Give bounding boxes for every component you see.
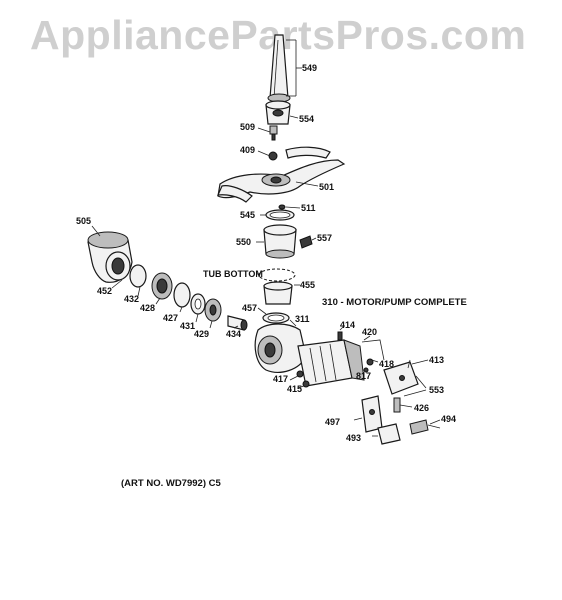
- label-429: 429: [194, 329, 210, 339]
- nut-554: [265, 100, 291, 125]
- label-817: 817: [356, 371, 372, 381]
- label-413: 413: [429, 355, 445, 365]
- art-number-caption: (ART NO. WD7992) C5: [121, 478, 221, 489]
- label-553: 553: [429, 385, 445, 395]
- ring-432: [129, 264, 147, 288]
- label-509: 509: [240, 122, 256, 132]
- clip-426: [393, 397, 401, 413]
- clip-557: [299, 235, 313, 249]
- tub-bottom-ring: [258, 268, 296, 282]
- impeller-428: [151, 272, 173, 300]
- motor-310: [297, 339, 365, 387]
- label-432: 432: [124, 294, 140, 304]
- pump-housing-311: [254, 323, 307, 373]
- label-414: 414: [340, 320, 356, 330]
- label-311: 311: [295, 314, 310, 324]
- clamp-457: [262, 312, 290, 324]
- label-455: 455: [300, 280, 316, 290]
- label-431: 431: [180, 321, 196, 331]
- label-557: 557: [317, 233, 333, 243]
- label-511: 511: [301, 203, 316, 213]
- screw-414: [337, 331, 343, 341]
- impeller-429: [204, 298, 222, 322]
- label-417: 417: [273, 374, 289, 384]
- housing-455: [263, 281, 293, 305]
- label-452: 452: [97, 286, 113, 296]
- plate-427: [173, 282, 191, 308]
- label-550: 550: [236, 237, 252, 247]
- label-426: 426: [414, 403, 430, 413]
- label-505: 505: [76, 216, 92, 226]
- fasteners-418-817: [363, 358, 374, 373]
- connector-494: [409, 419, 441, 435]
- spray-arm-501: [217, 146, 346, 203]
- label-310: 310 - MOTOR/PUMP COMPLETE: [322, 297, 467, 308]
- label-427: 427: [163, 313, 179, 323]
- label-494: 494: [441, 414, 457, 424]
- housing-550: [263, 224, 297, 259]
- label-549: 549: [302, 63, 318, 73]
- label-428: 428: [140, 303, 156, 313]
- seal-434: [227, 315, 248, 331]
- label-501: 501: [319, 182, 335, 192]
- spray-tube-549: [267, 34, 291, 103]
- screw-509: [269, 125, 278, 141]
- label-545: 545: [240, 210, 256, 220]
- label-tub-bottom: TUB BOTTOM: [203, 269, 263, 279]
- label-457: 457: [242, 303, 258, 313]
- small-part-409: [268, 151, 278, 161]
- label-497: 497: [325, 417, 341, 427]
- bracket-497: [361, 395, 383, 433]
- leader-lines: [91, 39, 441, 437]
- switch-493: [377, 423, 401, 445]
- elbow-505: [87, 231, 133, 283]
- label-420: 420: [362, 327, 378, 337]
- label-415: 415: [287, 384, 303, 394]
- label-493: 493: [346, 433, 362, 443]
- bracket-553: [383, 359, 419, 395]
- screws-417-415: [296, 370, 310, 388]
- label-418: 418: [379, 359, 395, 369]
- ring-511: [278, 204, 286, 210]
- label-554: 554: [299, 114, 315, 124]
- label-434: 434: [226, 329, 242, 339]
- rod-420: [361, 339, 385, 361]
- washer-431: [190, 293, 206, 315]
- label-409: 409: [240, 145, 256, 155]
- gasket-545: [265, 209, 295, 221]
